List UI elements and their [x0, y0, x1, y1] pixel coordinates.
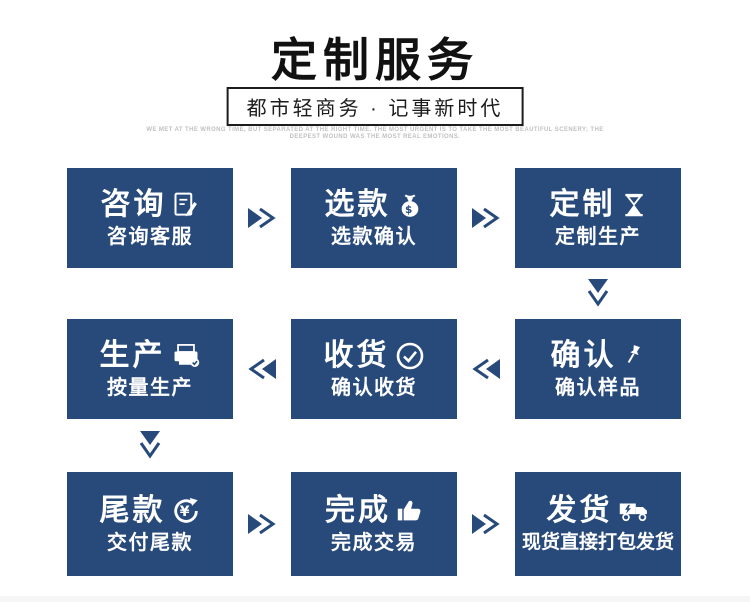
pushpin-icon	[622, 343, 646, 369]
step-subtitle: 交付尾款	[107, 531, 193, 554]
bottom-divider	[0, 596, 750, 602]
arrow-right-icon	[245, 511, 279, 542]
hourglass-icon	[621, 192, 647, 218]
step-box-production: 生产 按量生产	[67, 319, 233, 419]
arrow-down-icon	[137, 428, 163, 467]
step-box-complete: 完成 完成交易	[291, 472, 457, 576]
step-box-balance-payment: 尾款 ¥ 交付尾款	[67, 472, 233, 576]
arrow-right-icon	[245, 205, 279, 236]
printer-icon	[171, 342, 201, 369]
step-box-select: 选款 $ 选款确认	[291, 168, 457, 268]
truck-icon	[618, 499, 650, 524]
step-title: 选款	[324, 187, 391, 221]
check-circle-icon	[395, 341, 425, 371]
step-box-confirm: 确认 确认样品	[515, 319, 681, 419]
svg-text:$: $	[405, 203, 415, 215]
step-subtitle: 确认样品	[555, 376, 641, 399]
yuan-cycle-icon: ¥	[171, 496, 201, 526]
arrow-right-icon	[469, 205, 503, 236]
arrow-down-icon	[585, 276, 611, 315]
arrow-right-icon	[469, 511, 503, 542]
step-subtitle: 咨询客服	[107, 225, 193, 248]
step-title: 生产	[99, 338, 166, 372]
step-box-shipment: 发货 现货直接打包发货	[515, 472, 681, 576]
step-subtitle: 确认收货	[331, 376, 417, 399]
money-bag-icon: $	[396, 191, 424, 219]
english-caption: WE MET AT THE WRONG TIME, BUT SEPARATED …	[65, 127, 685, 141]
step-box-consult: 咨询 咨询客服	[67, 168, 233, 268]
step-subtitle: 现货直接打包发货	[521, 532, 674, 553]
step-title: 完成	[325, 493, 391, 527]
english-caption-line1: WE MET AT THE WRONG TIME, BUT SEPARATED …	[146, 127, 604, 133]
subtitle-badge: 都市轻商务 · 记事新时代	[226, 87, 524, 126]
step-subtitle: 定制生产	[555, 225, 641, 248]
step-title: 发货	[546, 494, 613, 527]
step-title: 咨询	[100, 187, 167, 221]
step-title: 尾款	[99, 493, 166, 527]
english-caption-line2: DEEPEST WOUND WAS THE MOST REAL EMOTIONS…	[289, 134, 461, 140]
arrow-left-icon	[245, 356, 279, 387]
step-subtitle: 选款确认	[331, 225, 417, 248]
svg-text:¥: ¥	[179, 504, 192, 520]
step-title: 定制	[549, 187, 616, 221]
step-box-customize: 定制 定制生产	[515, 168, 681, 268]
step-subtitle: 完成交易	[331, 531, 417, 554]
memo-edit-icon	[172, 191, 200, 219]
arrow-left-icon	[469, 356, 503, 387]
step-title: 收货	[323, 338, 390, 372]
page-title: 定制服务	[271, 34, 479, 86]
step-subtitle: 按量生产	[107, 376, 193, 399]
step-box-receive: 收货 确认收货	[291, 319, 457, 419]
step-title: 确认	[550, 338, 617, 372]
thumbs-up-icon	[396, 497, 423, 524]
